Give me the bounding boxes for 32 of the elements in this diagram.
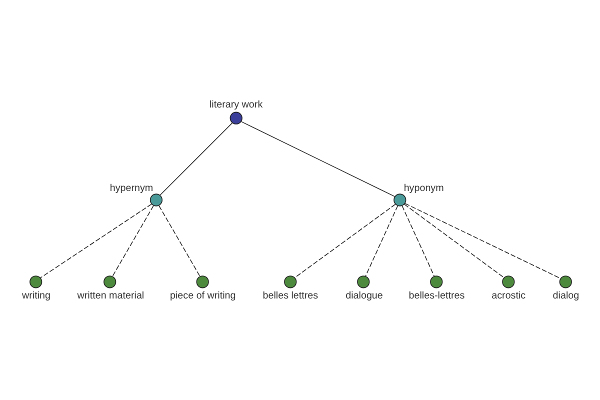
node-label: dialog bbox=[552, 290, 580, 302]
node-label: piece of writing bbox=[170, 290, 236, 302]
connector bbox=[158, 205, 200, 277]
connector bbox=[402, 205, 435, 277]
node-circle bbox=[502, 276, 515, 288]
node-circle bbox=[104, 276, 116, 288]
node-label: dialogue bbox=[346, 290, 383, 302]
node-label: writing bbox=[22, 290, 51, 302]
connector bbox=[40, 204, 152, 278]
node-circle bbox=[430, 276, 443, 288]
connector bbox=[112, 205, 154, 277]
connector bbox=[240, 121, 396, 197]
connector bbox=[160, 122, 233, 196]
node-label: acrostic bbox=[492, 290, 526, 302]
connector bbox=[294, 204, 396, 278]
node-circle bbox=[357, 276, 370, 288]
connector bbox=[404, 203, 561, 279]
connector bbox=[365, 205, 398, 277]
node-circle bbox=[230, 112, 242, 124]
node-circle bbox=[150, 194, 163, 206]
node-label: literary work bbox=[209, 99, 263, 110]
node-circle bbox=[559, 276, 572, 288]
node-circle bbox=[196, 276, 209, 288]
node-label: hyponym bbox=[404, 183, 444, 194]
node-circle bbox=[394, 194, 406, 206]
node-circle bbox=[284, 276, 297, 288]
node-label: belles lettres bbox=[262, 290, 318, 302]
node-label: hypernym bbox=[110, 183, 154, 194]
node-label: belles-lettres bbox=[408, 290, 465, 302]
connector bbox=[404, 204, 504, 278]
node-circle bbox=[30, 276, 42, 288]
node-label: written material bbox=[77, 290, 144, 302]
